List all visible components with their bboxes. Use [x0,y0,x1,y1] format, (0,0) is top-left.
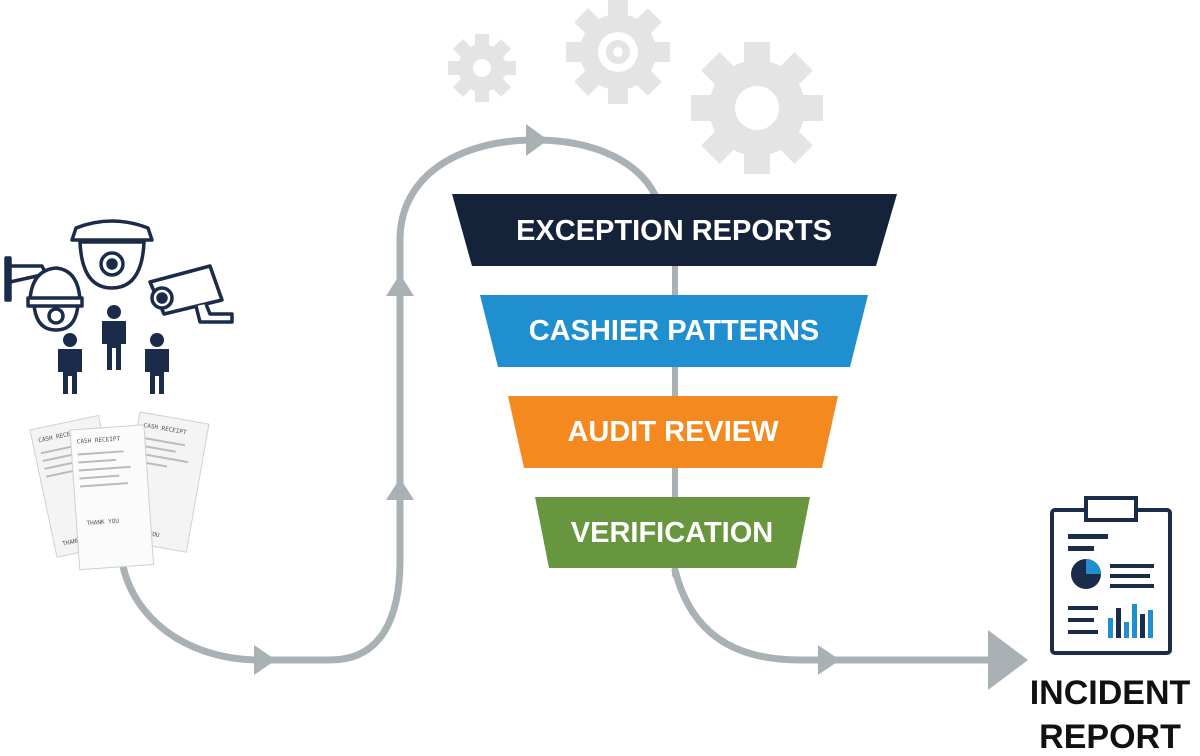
receipt-heading: CASH RECEIPT [77,436,121,446]
arrow-head-large-icon [988,630,1028,690]
funnel-band-cashier-patterns [480,295,868,367]
arrow-right-icon [526,124,548,156]
person-icon [145,333,169,394]
flow-line-start [116,136,659,664]
receipts-stack: CASH RECEIPT THANK YOU CASH RECEIPT THAN… [29,411,210,571]
person-icon [58,333,82,394]
gear-medium-icon [566,0,670,104]
bracket-camera-left-icon [4,256,84,332]
funnel-band-audit-review [508,396,838,468]
flow-line-end [671,566,1004,664]
flow-arrows [254,124,1028,690]
people-icon [58,305,169,394]
receipt: CASH RECEIPT THANK YOU [69,424,155,571]
funnel-band-verification [535,497,810,568]
funnel: EXCEPTION REPORTS CASHIER PATTERNS AUDIT… [452,194,897,568]
funnel-label-audit-review: AUDIT REVIEW [567,416,779,448]
security-cameras-icon [4,219,234,332]
funnel-label-cashier-patterns: CASHIER PATTERNS [529,315,820,347]
funnel-label-exception-reports: EXCEPTION REPORTS [516,215,832,247]
incident-label-line1: INCIDENT [1030,674,1191,712]
arrow-up-icon [386,478,414,500]
arrow-right-icon [254,645,276,675]
pie-chart-icon [1071,559,1101,589]
dome-camera-icon [70,219,154,290]
gear-small-icon [448,34,516,102]
receipt-footer: THANK YOU [86,518,119,527]
gears-icon [448,0,823,174]
arrow-up-icon [386,274,414,296]
bullet-camera-right-icon [148,264,234,324]
arrow-right-icon [818,645,840,675]
clipboard-report-icon [1050,496,1172,655]
gear-large-icon [691,42,823,174]
person-icon [102,305,126,370]
funnel-label-verification: VERIFICATION [571,517,773,549]
funnel-band-exception-reports [452,194,897,266]
incident-label-line2: REPORT [1039,718,1181,756]
bar-chart-icon [1108,604,1153,638]
